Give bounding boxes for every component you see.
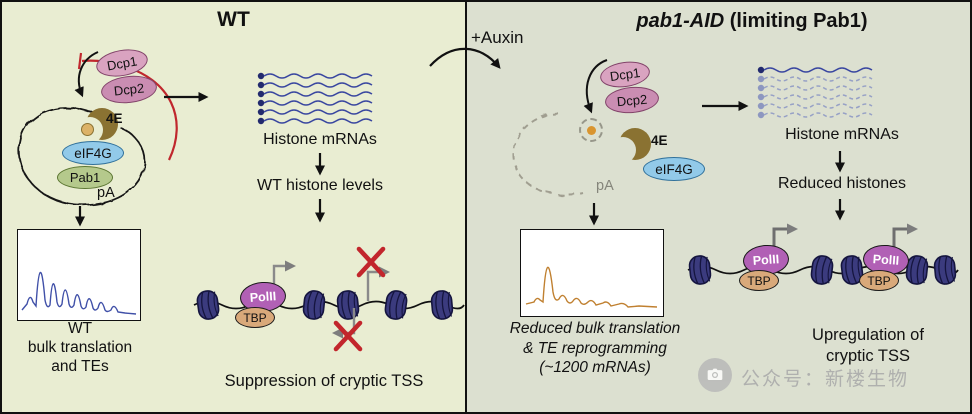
auxin-transition-arrow xyxy=(429,47,501,69)
aid-eif4e-crescent xyxy=(610,128,651,163)
aid-chart-caption-line3: (~1200 mRNAs) xyxy=(539,359,651,376)
wt-histone-levels-label: WT histone levels xyxy=(257,177,383,194)
wt-polysome-trace xyxy=(21,271,137,315)
aid-chart-caption-line1: Reduced bulk translation xyxy=(509,320,681,337)
aid-bottom-caption-line1: Upregulation of xyxy=(812,326,924,344)
wt-chart-caption: WT bulk translation and TEs xyxy=(10,319,150,376)
aid-nucleosomes xyxy=(687,254,957,286)
camera-icon xyxy=(707,368,723,380)
wt-chromatin-line xyxy=(193,300,465,310)
wt-mrna-cap-dot xyxy=(81,123,94,136)
aid-dcp-to-cap-arrow xyxy=(583,59,608,114)
wt-chart-caption-line1: WT xyxy=(67,320,93,337)
wt-polysome-profile-chart xyxy=(17,229,141,321)
wt-chart-caption-line2: bulk translation xyxy=(27,339,133,356)
aid-tbp-protein-1: TBP xyxy=(739,270,779,291)
auxin-label: +Auxin xyxy=(471,28,524,47)
aid-chart-caption-line2: & TE reprogramming xyxy=(523,339,667,357)
wt-bottom-caption: Suppression of cryptic TSS xyxy=(224,372,424,390)
aid-eif4e-label: 4E xyxy=(651,133,668,148)
aid-panel-title: pab1-AID (limiting Pab1) xyxy=(532,10,970,33)
wt-chart-caption-line3: and TEs xyxy=(51,358,109,375)
wt-mrna-closed-loop xyxy=(18,106,146,207)
wt-polya-label: pA xyxy=(97,185,115,201)
wt-eif4e-label: 4E xyxy=(106,111,123,126)
wt-panel-title: WT xyxy=(217,8,250,31)
aid-histone-mrnas-art xyxy=(757,66,873,119)
aid-tbp-protein-2: TBP xyxy=(859,270,899,291)
aid-polya-label: pA xyxy=(596,178,614,194)
aid-title-qualifier: (limiting Pab1) xyxy=(724,10,868,32)
panel-pab1-aid-background xyxy=(465,2,970,412)
aid-open-mrna-dashed-loop xyxy=(512,112,583,196)
aid-polysome-profile-chart xyxy=(520,229,664,317)
aid-title-gene: pab1-AID xyxy=(636,10,725,32)
aid-reduced-histones-label: Reduced histones xyxy=(777,175,907,192)
wt-dcp-to-cap-arrow xyxy=(74,51,99,98)
wt-eif4g-protein: eIF4G xyxy=(62,141,124,165)
aid-bottom-caption-line2: cryptic TSS xyxy=(825,347,911,365)
aid-polysome-trace xyxy=(525,266,658,308)
wt-histone-mrnas-label: Histone mRNAs xyxy=(263,131,377,148)
aid-degraded-cap-circle xyxy=(579,118,603,142)
aid-eif4g-protein: eIF4G xyxy=(643,157,705,181)
aid-histone-mrnas-label: Histone mRNAs xyxy=(785,126,899,143)
wt-histone-mrnas-art xyxy=(257,72,373,125)
wt-pab1-protein: Pab1 xyxy=(57,166,113,189)
watermark-avatar xyxy=(698,358,732,392)
wt-tbp-protein: TBP xyxy=(235,307,275,328)
aid-bottom-caption: Upregulation of cryptic TSS xyxy=(770,325,966,367)
wt-cryptic-tss-cross-marks xyxy=(333,246,386,352)
watermark-text: 公众号：新楼生物 xyxy=(741,369,910,390)
aid-chart-caption: Reduced bulk translation & TE reprogramm… xyxy=(464,319,726,378)
wt-tss-arrows xyxy=(272,260,390,339)
aid-cap-remnant-dot xyxy=(586,125,596,135)
aid-tss-arrows xyxy=(772,223,918,247)
